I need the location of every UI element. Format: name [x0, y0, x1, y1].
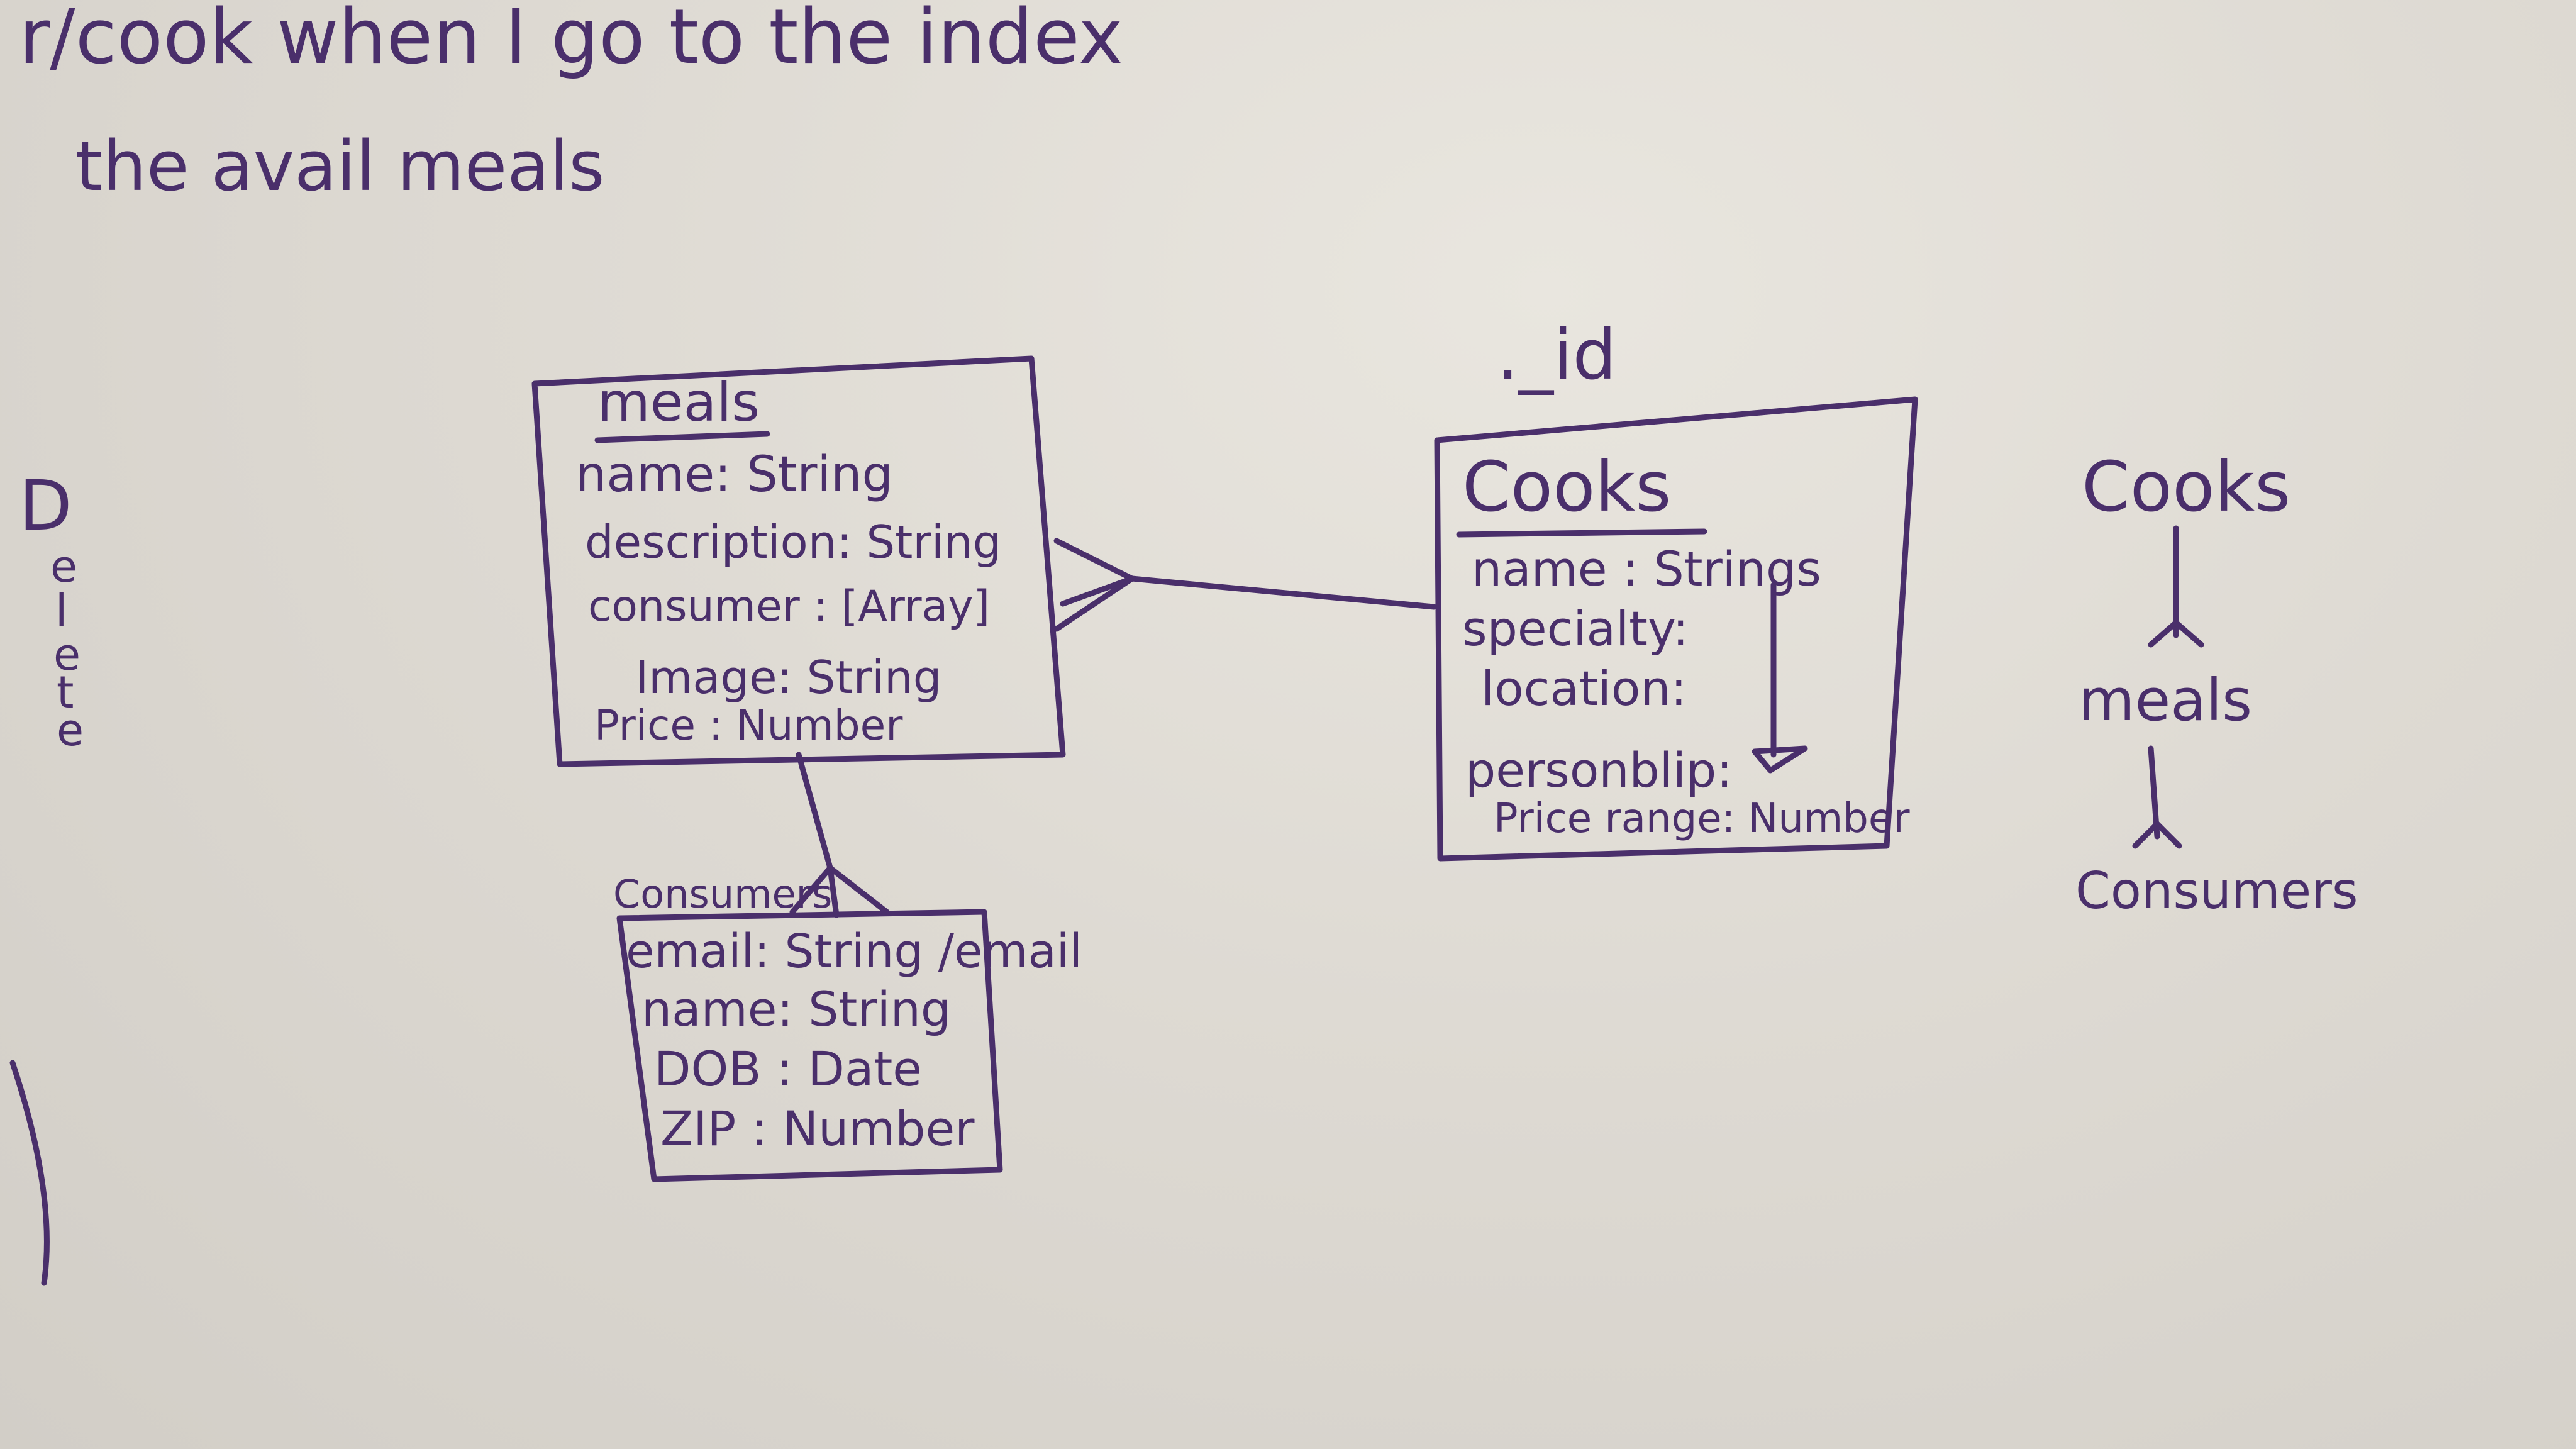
delete-letter: e	[57, 704, 84, 756]
cooks-field: personblip:	[1465, 742, 1733, 798]
note-line-1: r/cook when I go to the index	[19, 0, 1123, 81]
cooks-field: name : Strings	[1472, 541, 1821, 597]
meals-title: meals	[597, 371, 760, 434]
cooks-title: Cooks	[1462, 447, 1672, 527]
consumers-field: DOB : Date	[654, 1041, 923, 1097]
consumers-field: ZIP : Number	[660, 1101, 975, 1157]
consumers-field: email: String /email	[626, 924, 1082, 979]
cooks-id-label: ._id	[1497, 314, 1617, 395]
delete-letter: e	[50, 541, 78, 592]
meals-cooks-connector	[1129, 575, 1437, 610]
cooks-box-outline	[1434, 396, 1918, 862]
hierarchy-top: Cooks	[2082, 447, 2291, 527]
delete-letter: l	[55, 585, 68, 636]
consumers-field: name: String	[641, 981, 952, 1037]
hierarchy-bottom: Consumers	[2075, 862, 2358, 920]
cooks-field: Price range: Number	[1494, 796, 1910, 842]
cooks-field: location:	[1481, 660, 1687, 716]
meals-field: name: String	[575, 447, 894, 503]
note-line-2: the avail meals	[75, 126, 605, 206]
delete-letter: e	[53, 629, 81, 680]
delete-letter: t	[57, 667, 74, 718]
consumers-label: Consumers	[613, 871, 833, 917]
meals-field: Price : Number	[594, 701, 903, 750]
consumers-box-outline	[616, 909, 1003, 1182]
delete-letter: D	[19, 465, 72, 546]
cooks-field: specialty:	[1462, 601, 1689, 657]
meals-field: consumer : [Array]	[588, 582, 990, 631]
meals-field: description: String	[585, 516, 1002, 569]
hierarchy-middle: meals	[2079, 667, 2253, 734]
meals-consumers-connector	[796, 752, 833, 871]
meals-box-outline	[531, 355, 1066, 767]
meals-field: Image: String	[635, 651, 942, 704]
